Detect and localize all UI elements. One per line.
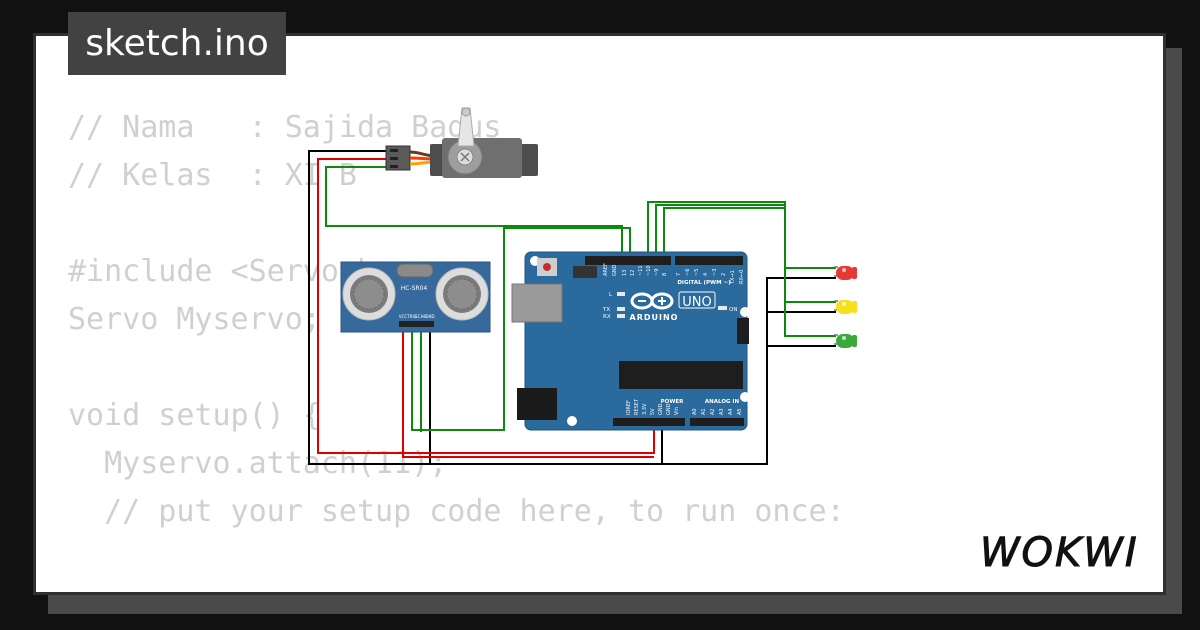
led-body: [836, 266, 854, 280]
sensor-pin-label: TRIG: [406, 314, 417, 319]
digital-header-right: [675, 256, 743, 265]
power-pin-label: Vin: [674, 407, 680, 415]
on-label: ON: [729, 307, 737, 313]
power-header: [613, 418, 685, 426]
rx-led: [617, 314, 625, 318]
code-line: // Nama : Sajida Bagus: [68, 110, 502, 145]
wokwi-logo-text: WOKWI: [980, 530, 1139, 576]
arduino-uno[interactable]: AREF GND 13 12 ~11 ~10 ~9 8 7 ~6 ~5 4 ~3…: [511, 251, 750, 431]
sensor-label: HC-SR04: [401, 285, 428, 292]
tx-label: TX: [602, 307, 610, 313]
digital-pin-label: RX←0: [739, 270, 745, 284]
mount-hole: [567, 416, 577, 426]
wire-gnd-bus: [430, 277, 836, 465]
arduino-logo: [630, 292, 674, 310]
uno-box: [678, 291, 716, 309]
wire-led-yellow: [655, 204, 836, 303]
led-yellow[interactable]: [834, 300, 857, 314]
l-label: L: [609, 292, 613, 298]
power-pin-label: GND: [666, 403, 672, 415]
analog-header: [690, 418, 744, 426]
power-pin-label: 5V: [650, 408, 656, 415]
mcu-chip: [619, 361, 743, 389]
digital-pin-label: ~6: [685, 269, 691, 276]
power-pin-label: RESET: [634, 398, 640, 415]
power-label: POWER: [661, 399, 685, 405]
board-name: UNO: [682, 295, 711, 310]
code-line: // Kelas : XI B: [68, 158, 357, 193]
sensor-pin-label: ECHO: [415, 314, 426, 319]
mount-hole: [740, 307, 750, 317]
wire-servo-gnd: [308, 150, 431, 465]
digital-pin-label: 2: [721, 273, 727, 276]
sensor-pin-label: VCC: [399, 314, 408, 319]
digital-pin-label: 7: [676, 273, 682, 276]
wire-led-green: [663, 207, 836, 337]
sensor-pin-label: GND: [425, 314, 434, 319]
tx-led: [617, 307, 625, 311]
power-jack: [517, 388, 557, 420]
digital-pin-label: 8: [662, 273, 668, 276]
led-body: [836, 300, 854, 314]
servo-motor[interactable]: [385, 107, 538, 178]
power-pin-label: 3.3V: [642, 403, 648, 415]
wire-led-red: [647, 201, 836, 269]
l-led: [617, 292, 625, 296]
rx-label: RX: [603, 314, 611, 320]
wire-sensor-vcc: [402, 327, 654, 458]
ultrasonic-sensor[interactable]: HC-SR04 VCC TRIG ECHO GND: [340, 261, 491, 333]
code-line: // put your setup code here, to run once…: [68, 494, 845, 529]
digital-pin-label: 4: [703, 273, 709, 276]
led-red[interactable]: [834, 266, 857, 280]
reset-button[interactable]: [543, 263, 551, 271]
analog-pin-label: A3: [719, 408, 725, 415]
digital-pin-label: ~3: [712, 269, 718, 276]
digital-label: DIGITAL (PWM ~): [677, 280, 731, 286]
code-line: void setup() {: [68, 398, 321, 433]
gnd-label: GND: [612, 264, 618, 276]
code-line: }: [68, 584, 845, 592]
digital-pin-label: ~11: [638, 265, 644, 276]
aref-label: AREF: [603, 263, 609, 276]
file-tab[interactable]: sketch.ino: [68, 12, 286, 75]
digital-pin-label: 13: [622, 270, 628, 276]
mount-hole: [740, 392, 750, 402]
digital-header-left: [585, 256, 671, 265]
led-body: [836, 334, 854, 348]
sensor-header: [399, 321, 434, 327]
wire-servo-vcc: [317, 158, 655, 454]
digital-pin-label: ~5: [694, 269, 700, 276]
analog-pin-label: A4: [728, 408, 734, 415]
analog-pin-label: A0: [692, 408, 698, 415]
power-pin-label: GND: [658, 403, 664, 415]
analog-pin-label: A2: [710, 408, 716, 415]
usb-port: [511, 283, 563, 323]
wire-sensor-trig: [411, 227, 631, 431]
code-line: Servo Myservo;: [68, 302, 321, 337]
wires: [308, 150, 836, 465]
digital-pin-label: 12: [630, 270, 636, 276]
digital-pin-label: TX→1: [730, 270, 736, 285]
digital-pin-label: ~9: [654, 269, 660, 276]
power-pin-label: IOREF: [626, 400, 632, 415]
analog-pin-label: A5: [737, 408, 743, 415]
analog-label: ANALOG IN: [705, 399, 740, 405]
analog-pin-label: A1: [701, 408, 707, 415]
on-led: [718, 306, 727, 310]
wire-servo-signal: [325, 166, 623, 258]
digital-pin-label: ~10: [646, 265, 652, 276]
sensor-crystal: [396, 263, 434, 278]
wokwi-logo[interactable]: WOKWI: [976, 526, 1152, 577]
led-green[interactable]: [834, 334, 857, 348]
board-brand: ARDUINO: [630, 313, 679, 322]
